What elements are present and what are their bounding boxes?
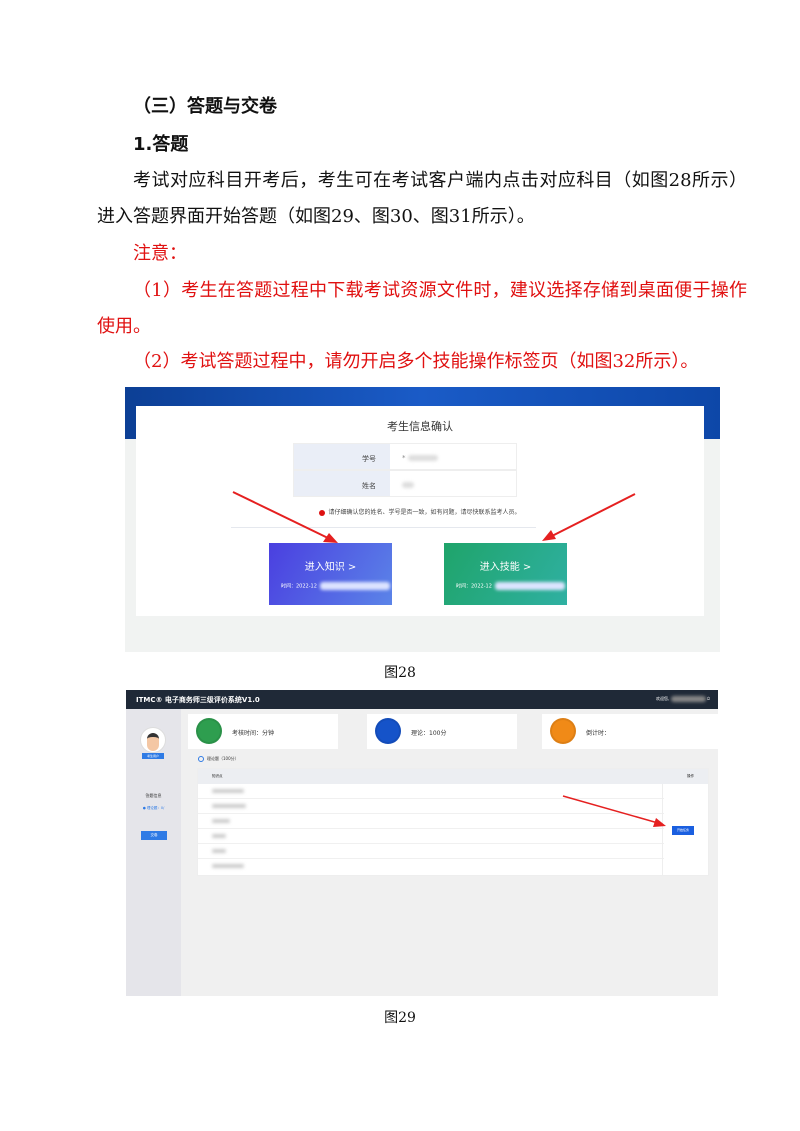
- theory-progress: ● 理论题：0/: [142, 806, 165, 810]
- submit-button[interactable]: 交卷: [141, 831, 167, 840]
- enter-skill-button[interactable]: 进入技能 > 时间：2022-12: [444, 543, 567, 605]
- table-row: [198, 829, 664, 844]
- paragraph: 考试对应科目开考后，考生可在考试客户端内点击对应科目（如图28所示）进入答题界面…: [97, 170, 747, 227]
- field-label: 学号: [294, 444, 390, 469]
- field-value: [390, 471, 516, 496]
- info-table: 学号* 姓名: [293, 443, 517, 497]
- circle-icon: [198, 756, 204, 762]
- stat-theory: 理论：100分: [367, 714, 517, 749]
- table-row: [198, 844, 664, 859]
- power-icon: ⏻: [706, 696, 710, 701]
- enter-knowledge-button[interactable]: 进入知识 > 时间：2022-12: [269, 543, 392, 605]
- table-row: [198, 859, 664, 874]
- notice-2: （2）考试答题过程中，请勿开启多个技能操作标签页（如图32所示）。: [133, 351, 699, 372]
- caption-29: 图29: [384, 1010, 416, 1026]
- table-row: [198, 784, 664, 799]
- table-row: [198, 814, 664, 829]
- field-label: 姓名: [294, 471, 390, 496]
- field-value: *: [390, 444, 516, 469]
- col-action: 操作: [687, 774, 694, 778]
- card-title: 考生信息确认: [387, 420, 453, 433]
- notice-1: （1）考生在答题过程中下载考试资源文件时，建议选择存储到桌面便于操作使用。: [97, 280, 747, 337]
- hourglass-icon: [550, 718, 576, 744]
- trophy-icon: [375, 718, 401, 744]
- stat-countdown: 倒计时：: [542, 714, 718, 749]
- alert-icon: [319, 509, 326, 516]
- start-task-button[interactable]: 开始任务: [672, 826, 694, 835]
- stat-time: 考核时间：分钟: [188, 714, 338, 749]
- figure-28-screenshot: 考生信息确认 学号* 姓名 请仔细确认您的姓名、学号是否一致，如有问题，请尽快联…: [125, 387, 720, 652]
- notice-label: 注意：: [133, 243, 187, 264]
- sidebar: 考生用户 答题信息 ● 理论题：0/ 交卷: [126, 709, 181, 996]
- notice: 请仔细确认您的姓名、学号是否一致，如有问题，请尽快联系监考人员。: [136, 507, 704, 516]
- user-tag: 考生用户: [142, 753, 164, 759]
- section-title: （三）答题与交卷: [133, 96, 277, 117]
- divider: [231, 527, 536, 528]
- table-row: [198, 799, 664, 814]
- clock-icon: [196, 718, 222, 744]
- avatar: [140, 727, 166, 753]
- knowledge-table: 知识点 操作 开始任务: [197, 768, 709, 876]
- caption-28: 图28: [384, 665, 416, 681]
- section-title: 理论题（100分）: [198, 756, 239, 762]
- row-name: 姓名: [293, 470, 517, 497]
- col-knowledge: 知识点: [212, 774, 223, 778]
- info-confirm-card: 考生信息确认 学号* 姓名 请仔细确认您的姓名、学号是否一致，如有问题，请尽快联…: [136, 406, 704, 616]
- subsection-title: 1.答题: [133, 134, 189, 155]
- row-student-id: 学号*: [293, 443, 517, 470]
- answer-info: 答题信息: [145, 793, 162, 798]
